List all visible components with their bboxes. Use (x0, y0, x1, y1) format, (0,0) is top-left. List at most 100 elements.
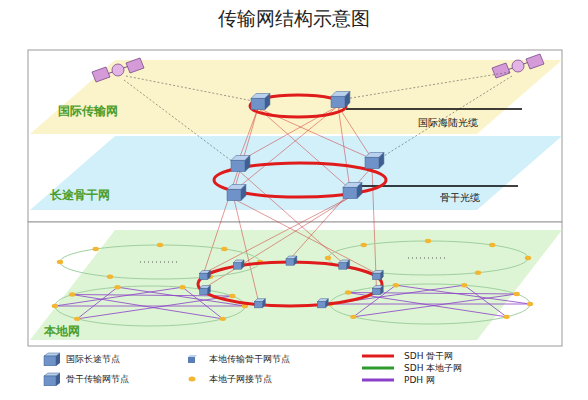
subnet-node (179, 285, 185, 289)
local-backbone-node (286, 256, 297, 265)
legend-item: PDH 网 (360, 373, 439, 387)
layer-label: 本地网 (44, 323, 80, 340)
pdh-link (72, 295, 223, 319)
satellite (92, 58, 144, 82)
subnet-dots (140, 262, 178, 263)
legend-text: 骨干传输网节点 (66, 373, 129, 386)
subnet-node (114, 285, 120, 289)
subnet-node (52, 304, 58, 308)
layer-label: 长途骨干网 (50, 187, 110, 204)
legend-text: PDH 网 (404, 374, 435, 387)
pdh-link (55, 306, 245, 307)
subnet-ring (60, 245, 260, 279)
layer-plane (30, 60, 562, 134)
subnet-node (220, 317, 226, 321)
local-layer: 本地网 (30, 230, 562, 340)
submarine-cable (346, 108, 522, 110)
subnet-dots (408, 258, 446, 259)
legend-item: 本地子网接节点 (185, 372, 276, 386)
layer-plane-fill (30, 60, 562, 134)
local-backbone-node (339, 260, 350, 269)
legend-sample (360, 361, 400, 375)
backbone-node (231, 156, 250, 172)
interlayer-link (234, 106, 338, 191)
legend-item: 本地传输骨干网节点 (185, 352, 294, 366)
interlayer-link (258, 108, 350, 189)
sdh-ring (250, 95, 346, 117)
subnet-node (345, 290, 351, 294)
subnet-node (221, 247, 227, 251)
pdh-link (55, 287, 182, 306)
subnet-node (74, 317, 80, 321)
subnet-node (229, 294, 235, 298)
backbone-layer: 长途骨干网 (30, 136, 562, 210)
international-node (331, 92, 350, 108)
legend-sample (360, 349, 400, 363)
interlayer-link (238, 108, 258, 162)
subnet-node (57, 260, 63, 264)
layer-label: 国际传输网 (58, 103, 118, 120)
interlayer-link (338, 106, 350, 189)
international-layer: 国际传输网 (30, 60, 562, 134)
pdh-link (77, 287, 117, 319)
backbone-node (343, 183, 362, 199)
subnet-node (489, 243, 495, 247)
subnet-node (475, 271, 481, 275)
legend-item: SDH 骨干网 (360, 349, 458, 363)
local-backbone-node (255, 299, 266, 308)
subnet-node (525, 256, 531, 260)
local-backbone-node (233, 260, 244, 269)
subnet-node (157, 243, 163, 247)
legend-text: 本地子网接节点 (209, 373, 272, 386)
interlayer-link (234, 108, 258, 191)
subnet-node (107, 275, 113, 279)
cable-label: 国际海陆光缆 (418, 116, 478, 130)
subnet-node (69, 292, 75, 296)
subnet-ring (330, 284, 530, 324)
satellite-link (124, 80, 233, 162)
backbone-node (227, 185, 246, 201)
local-backbone-node (200, 270, 211, 279)
satellite-link (379, 76, 512, 159)
legend-item: 国际长途节点 (42, 352, 124, 366)
legend-item: 骨干传输网节点 (42, 372, 133, 386)
pdh-link (353, 285, 395, 317)
subnet-node (93, 247, 99, 251)
subnet-node (513, 292, 519, 296)
layer-plane-fill (30, 230, 562, 340)
satellite (492, 54, 544, 78)
interlayer-link (338, 106, 372, 159)
legend-sample (360, 373, 400, 387)
subnet-node (393, 283, 399, 287)
pdh-link (330, 304, 530, 305)
subnet-node (325, 256, 331, 260)
local-backbone-node (372, 286, 383, 295)
backbone-node (365, 153, 384, 169)
subnet-node (425, 239, 431, 243)
sdh-ring (198, 262, 382, 306)
local-backbone-node (372, 270, 383, 279)
subnet-node (361, 243, 367, 247)
local-backbone-node (317, 299, 328, 308)
interlayer-link (234, 199, 259, 302)
legend-text: 本地传输骨干网节点 (209, 353, 290, 366)
local-backbone-node (200, 286, 211, 295)
legend-item: SDH 本地子网 (360, 361, 467, 375)
legend-text: 国际长途节点 (66, 353, 120, 366)
pdh-link (464, 285, 506, 317)
satellite-link (126, 76, 253, 101)
subnet-ring (55, 286, 245, 326)
legend-text: SDH 本地子网 (404, 362, 462, 375)
subnet-node (350, 315, 356, 319)
interlayer-link (238, 170, 343, 263)
pdh-link (182, 287, 222, 319)
subnet-node (503, 315, 509, 319)
pdh-link (348, 293, 507, 317)
subnet-node (527, 302, 533, 306)
layer-plane (30, 230, 562, 340)
legend-text: SDH 骨干网 (404, 350, 453, 363)
layer-plane-fill (30, 136, 562, 210)
international-node (251, 94, 270, 110)
upper-frame (28, 50, 562, 222)
satellite-link (345, 72, 510, 99)
